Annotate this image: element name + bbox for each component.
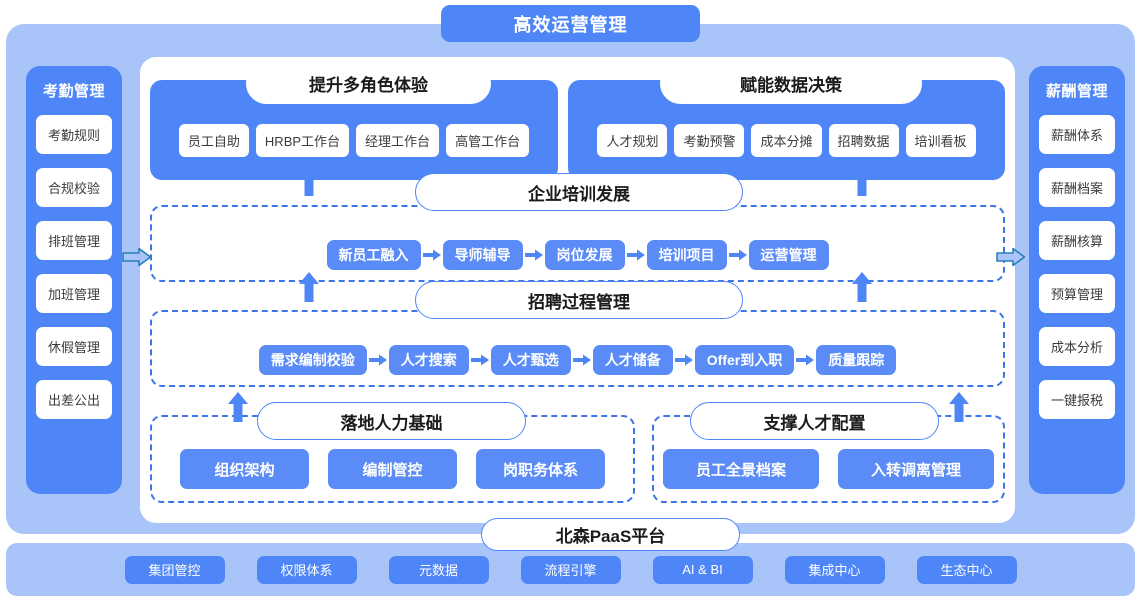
arrow-right-icon-step [367, 353, 389, 367]
arrow-right-icon-right-connector [996, 247, 1026, 267]
panel-multi-role-chip-row: 员工自助 HRBP工作台 经理工作台 高管工作台 [150, 124, 558, 157]
arrow-up-icon-foundation [228, 392, 248, 422]
panel-title-multi-role-experience: 提升多角色体验 [246, 63, 491, 104]
step-onboarding-transfer-exit[interactable]: 入转调离管理 [838, 449, 994, 489]
step-demand-headcount-validation[interactable]: 需求编制校验 [258, 345, 367, 375]
chip-recruitment-data[interactable]: 招聘数据 [828, 124, 899, 157]
sidebar-item-one-click-tax[interactable]: 一键报税 [1039, 380, 1115, 419]
left-sidebar: 考勤管理 考勤规则 合规校验 排班管理 加班管理 休假管理 出差公出 [26, 66, 122, 494]
step-offer-to-onboarding[interactable]: Offer到入职 [694, 345, 795, 375]
right-sidebar: 薪酬管理 薪酬体系 薪酬档案 薪酬核算 预算管理 成本分析 一键报税 [1029, 66, 1125, 494]
step-mentor-coaching[interactable]: 导师辅导 [442, 240, 523, 270]
step-operations-management[interactable]: 运营管理 [748, 240, 829, 270]
panel-title-data-driven-decisions: 赋能数据决策 [660, 63, 922, 104]
arrow-right-icon-step [673, 353, 695, 367]
arrow-right-icon-step [523, 248, 545, 262]
arrow-right-icon-step [727, 248, 749, 262]
right-sidebar-title: 薪酬管理 [1045, 83, 1108, 100]
chip-cost-allocation[interactable]: 成本分摊 [751, 124, 822, 157]
chip-manager-workbench[interactable]: 经理工作台 [356, 124, 440, 157]
chip-ecosystem-center[interactable]: 生态中心 [916, 555, 1017, 584]
arrow-right-icon-step [469, 353, 491, 367]
step-training-project[interactable]: 培训项目 [646, 240, 727, 270]
section-title-recruitment-process: 招聘过程管理 [415, 281, 743, 319]
step-organization-structure[interactable]: 组织架构 [180, 449, 309, 489]
arrow-right-icon-step [794, 353, 816, 367]
chip-attendance-alert[interactable]: 考勤预警 [674, 124, 745, 157]
sidebar-item-leave-management[interactable]: 休假管理 [36, 327, 112, 366]
section-recruitment-process: 需求编制校验 人才搜索 人才甄选 人才储备 Offer到入职 [150, 310, 1005, 387]
step-talent-pool[interactable]: 人才储备 [592, 345, 673, 375]
left-sidebar-title: 考勤管理 [42, 83, 105, 100]
step-talent-screening[interactable]: 人才甄选 [490, 345, 571, 375]
sidebar-item-business-trip[interactable]: 出差公出 [36, 380, 112, 419]
hr-foundation-row: 组织架构 编制管控 岗职务体系 [152, 449, 633, 489]
page-title: 高效运营管理 [441, 5, 700, 42]
sidebar-item-attendance-rules[interactable]: 考勤规则 [36, 115, 112, 154]
chip-hrbp-workbench[interactable]: HRBP工作台 [255, 124, 350, 157]
arrow-up-icon-training-right [852, 166, 872, 196]
step-headcount-control[interactable]: 编制管控 [328, 449, 457, 489]
sidebar-item-shift-management[interactable]: 排班管理 [36, 221, 112, 260]
sidebar-item-budget-management[interactable]: 预算管理 [1039, 274, 1115, 313]
arrow-up-icon-allocation [949, 392, 969, 422]
sidebar-item-salary-system[interactable]: 薪酬体系 [1039, 115, 1115, 154]
arrow-right-icon-step [571, 353, 593, 367]
sidebar-item-overtime-management[interactable]: 加班管理 [36, 274, 112, 313]
section-title-talent-allocation: 支撑人才配置 [690, 402, 939, 440]
chip-process-engine[interactable]: 流程引擎 [520, 555, 621, 584]
sidebar-item-salary-archive[interactable]: 薪酬档案 [1039, 168, 1115, 207]
arrow-up-icon-recruitment-right [852, 272, 872, 302]
step-new-employee-onboarding[interactable]: 新员工融入 [326, 240, 421, 270]
bottom-capability-bar: 集团管控 权限体系 元数据 流程引擎 AI & BI 集成中心 生态中心 [6, 543, 1135, 596]
training-flow-row: 新员工融入 导师辅导 岗位发展 培训项目 运营管理 [152, 240, 1003, 270]
chip-employee-self-service[interactable]: 员工自助 [178, 124, 249, 157]
chip-training-dashboard[interactable]: 培训看板 [905, 124, 976, 157]
chip-group-control[interactable]: 集团管控 [124, 555, 225, 584]
chip-integration-center[interactable]: 集成中心 [784, 555, 885, 584]
platform-label: 北森PaaS平台 [481, 518, 740, 551]
chip-metadata[interactable]: 元数据 [388, 555, 489, 584]
step-talent-search[interactable]: 人才搜索 [388, 345, 469, 375]
step-position-development[interactable]: 岗位发展 [544, 240, 625, 270]
panel-data-decisions-chip-row: 人才规划 考勤预警 成本分摊 招聘数据 培训看板 [568, 124, 1005, 157]
arrow-up-icon-recruitment-left [299, 272, 319, 302]
sidebar-item-compliance-check[interactable]: 合规校验 [36, 168, 112, 207]
talent-allocation-row: 员工全景档案 入转调离管理 [654, 449, 1003, 489]
arrow-up-icon-training-left [299, 166, 319, 196]
sidebar-item-cost-analysis[interactable]: 成本分析 [1039, 327, 1115, 366]
chip-executive-workbench[interactable]: 高管工作台 [446, 124, 530, 157]
step-employee-full-profile[interactable]: 员工全景档案 [663, 449, 819, 489]
panel-multi-role-experience: 员工自助 HRBP工作台 经理工作台 高管工作台 [150, 80, 558, 180]
arrow-right-icon-step [421, 248, 443, 262]
recruitment-flow-row: 需求编制校验 人才搜索 人才甄选 人才储备 Offer到入职 [152, 345, 1003, 375]
section-title-training-development: 企业培训发展 [415, 173, 743, 211]
arrow-right-icon-left-connector [122, 247, 152, 267]
step-quality-tracking[interactable]: 质量跟踪 [816, 345, 897, 375]
sidebar-item-salary-accounting[interactable]: 薪酬核算 [1039, 221, 1115, 260]
chip-talent-planning[interactable]: 人才规划 [597, 124, 668, 157]
chip-ai-bi[interactable]: AI & BI [652, 555, 753, 584]
section-training-development: 新员工融入 导师辅导 岗位发展 培训项目 运营管理 [150, 205, 1005, 282]
section-title-hr-foundation: 落地人力基础 [257, 402, 526, 440]
step-position-job-system[interactable]: 岗职务体系 [476, 449, 605, 489]
chip-permission-system[interactable]: 权限体系 [256, 555, 357, 584]
arrow-right-icon-step [625, 248, 647, 262]
